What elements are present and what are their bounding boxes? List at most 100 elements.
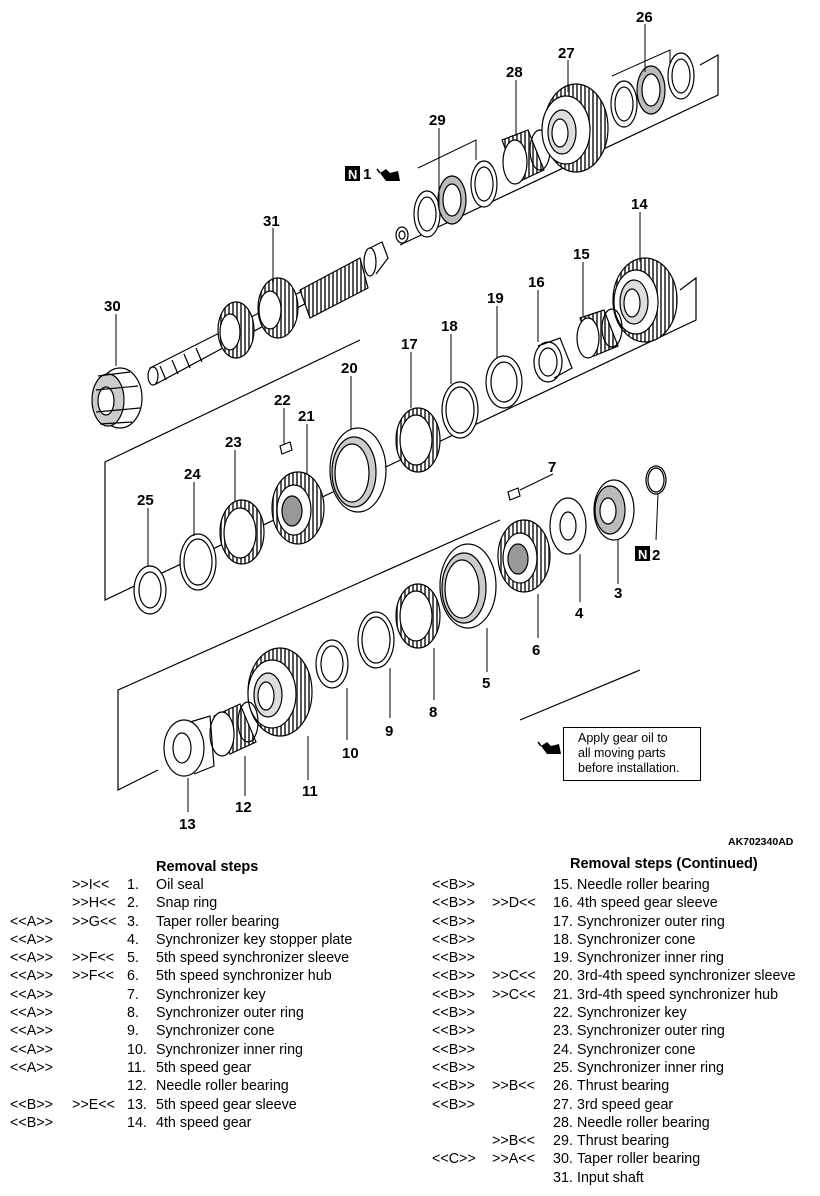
service-code-removal: <<A>> xyxy=(10,950,53,967)
removal-step-row: <<B>>23.Synchronizer outer ring xyxy=(420,1022,820,1040)
service-code-installation: >>F<< xyxy=(72,950,115,967)
part-label-13: 13 xyxy=(179,816,196,833)
removal-step-row: >>B<<29.Thrust bearing xyxy=(420,1132,820,1150)
service-code-removal: <<B>> xyxy=(432,877,475,893)
part-name: Synchronizer key xyxy=(156,986,266,1003)
service-code-removal: <<A>> xyxy=(10,1041,53,1058)
step-number: 2. xyxy=(127,895,139,912)
part-name: Oil seal xyxy=(156,877,204,893)
service-code-removal: <<B>> xyxy=(432,1078,475,1095)
part-name: Synchronizer inner ring xyxy=(577,950,725,967)
part-3rd-4th-synchronizer-hub-21 xyxy=(271,471,325,545)
service-code-removal: <<A>> xyxy=(10,986,53,1003)
part-5th-speed-gear-sleeve-13 xyxy=(163,715,215,777)
part-label-16: 16 xyxy=(528,274,545,291)
service-code-removal: <<B>> xyxy=(432,1059,475,1076)
removal-step-row: <<B>> 22.Synchronizer key xyxy=(420,1004,820,1022)
part-5th-speed-gear-11 xyxy=(247,647,313,737)
service-code-removal: <<B>> xyxy=(432,1005,475,1022)
service-code-removal: <<B>> xyxy=(432,1023,475,1040)
removal-step-row: <<A>> 10. Synchronizer inner ring xyxy=(0,1041,420,1059)
removal-step-row: <<A>>>>F<<6.5th speed synchronizer hub xyxy=(0,967,420,985)
step-number: 7. xyxy=(127,986,139,1003)
step-number: 30. xyxy=(553,1151,573,1168)
step-number: 4. xyxy=(127,931,139,948)
part-label-26: 26 xyxy=(636,9,653,26)
service-code-installation: >>B<< xyxy=(492,1078,535,1095)
part-label-2: 2 xyxy=(652,547,660,564)
part-name: Needle roller bearing xyxy=(156,1078,289,1095)
service-code-removal: <<B>> xyxy=(432,1096,475,1113)
removal-step-row: >>H<<2.Snap ring xyxy=(0,894,420,912)
removal-step-row: 12.Needle roller bearing xyxy=(0,1077,420,1095)
part-name: Synchronizer key stopper plate xyxy=(156,931,353,948)
part-name: Synchronizer key xyxy=(577,1005,687,1022)
part-name: Synchronizer outer ring xyxy=(577,1023,725,1040)
step-number: 21. xyxy=(553,986,573,1003)
part-label-20: 20 xyxy=(341,360,358,377)
part-taper-roller-bearing-30 xyxy=(91,367,143,429)
part-name: 5th speed synchronizer sleeve xyxy=(156,950,350,967)
part-label-30: 30 xyxy=(104,298,121,315)
part-name: Needle roller bearing xyxy=(577,877,710,893)
oil-can-icon xyxy=(376,168,400,181)
part-name: Synchronizer cone xyxy=(577,931,696,948)
removal-step-row: <<A>>>>G<<3.Taper roller bearing xyxy=(0,913,420,931)
part-name: Synchronizer cone xyxy=(156,1023,275,1040)
step-number: 22. xyxy=(553,1005,573,1022)
part-synchronizer-key-7 xyxy=(507,487,521,501)
service-code-installation: >>D<< xyxy=(492,895,536,912)
removal-step-row: <<C>>>>A<<30.Taper roller bearing xyxy=(420,1150,820,1168)
removal-step-row: <<B>>19.Synchronizer inner ring xyxy=(420,949,820,967)
part-name: Synchronizer cone xyxy=(577,1041,696,1058)
service-code-removal: <<B>> xyxy=(10,1114,53,1131)
part-input-shaft-31 xyxy=(147,241,389,386)
service-code-removal: <<B>> xyxy=(432,1041,475,1058)
service-code-removal: <<B>> xyxy=(432,931,475,948)
part-label-17: 17 xyxy=(401,336,418,353)
step-number: 25. xyxy=(553,1059,573,1076)
step-number: 13. xyxy=(127,1096,147,1113)
nonreusable-mark-text: N xyxy=(638,547,647,562)
part-name: Synchronizer inner ring xyxy=(156,1041,304,1058)
step-number: 20. xyxy=(553,968,573,985)
removal-step-row: <<A>>8.Synchronizer outer ring xyxy=(0,1004,420,1022)
service-code-removal: <<B>> xyxy=(10,1096,53,1113)
part-labels: 30 31 29 28 27 26 14 15 16 19 18 17 20 2… xyxy=(104,9,653,833)
gear-oil-note: Apply gear oil to all moving parts befor… xyxy=(563,727,701,781)
step-number: 10. xyxy=(127,1041,147,1058)
part-3rd-speed-gear-27 xyxy=(541,83,609,173)
service-code-installation: >>I<< xyxy=(72,877,110,893)
part-name: Input shaft xyxy=(577,1169,644,1186)
service-code-removal: <<B>> xyxy=(432,913,475,930)
part-name: Synchronizer inner ring xyxy=(577,1059,725,1076)
part-key-stopper-plate-4 xyxy=(549,497,587,555)
removal-step-row: <<B>> 17.Synchronizer outer ring xyxy=(420,913,820,931)
part-label-11: 11 xyxy=(302,783,318,800)
step-number: 17. xyxy=(553,913,573,930)
removal-step-row: <<B>> 25.Synchronizer inner ring xyxy=(420,1059,820,1077)
note-line: Apply gear oil to xyxy=(578,731,668,745)
part-4th-speed-gear-sleeve-16 xyxy=(533,337,573,383)
part-label-6: 6 xyxy=(532,642,540,659)
part-name: 3rd speed gear xyxy=(577,1096,674,1113)
step-number: 31. xyxy=(553,1169,573,1186)
service-code-installation: >>H<< xyxy=(72,895,116,912)
part-label-12: 12 xyxy=(235,799,252,816)
step-number: 11. xyxy=(127,1059,146,1076)
removal-step-row: <<B>>>>B<<26.Thrust bearing xyxy=(420,1077,820,1095)
step-number: 29. xyxy=(553,1133,573,1150)
part-label-18: 18 xyxy=(441,318,458,335)
part-synchronizer-cone-24 xyxy=(179,533,217,591)
part-name: Taper roller bearing xyxy=(156,913,280,930)
group-frame-top xyxy=(399,53,719,246)
step-number: 27. xyxy=(553,1096,573,1113)
part-synchronizer-cone-18 xyxy=(441,381,479,439)
part-needle-roller-bearing-28 xyxy=(501,129,551,185)
removal-step-row: <<B>>>>E<<13.5th speed gear sleeve xyxy=(0,1096,420,1114)
service-code-removal: <<A>> xyxy=(10,1059,53,1076)
part-name: Synchronizer outer ring xyxy=(577,913,725,930)
part-5th-synchronizer-sleeve-5 xyxy=(439,543,497,629)
service-code-installation: >>C<< xyxy=(492,986,536,1003)
removal-step-row: <<B>>>>C<<20.3rd-4th speed synchronizer … xyxy=(420,967,820,985)
